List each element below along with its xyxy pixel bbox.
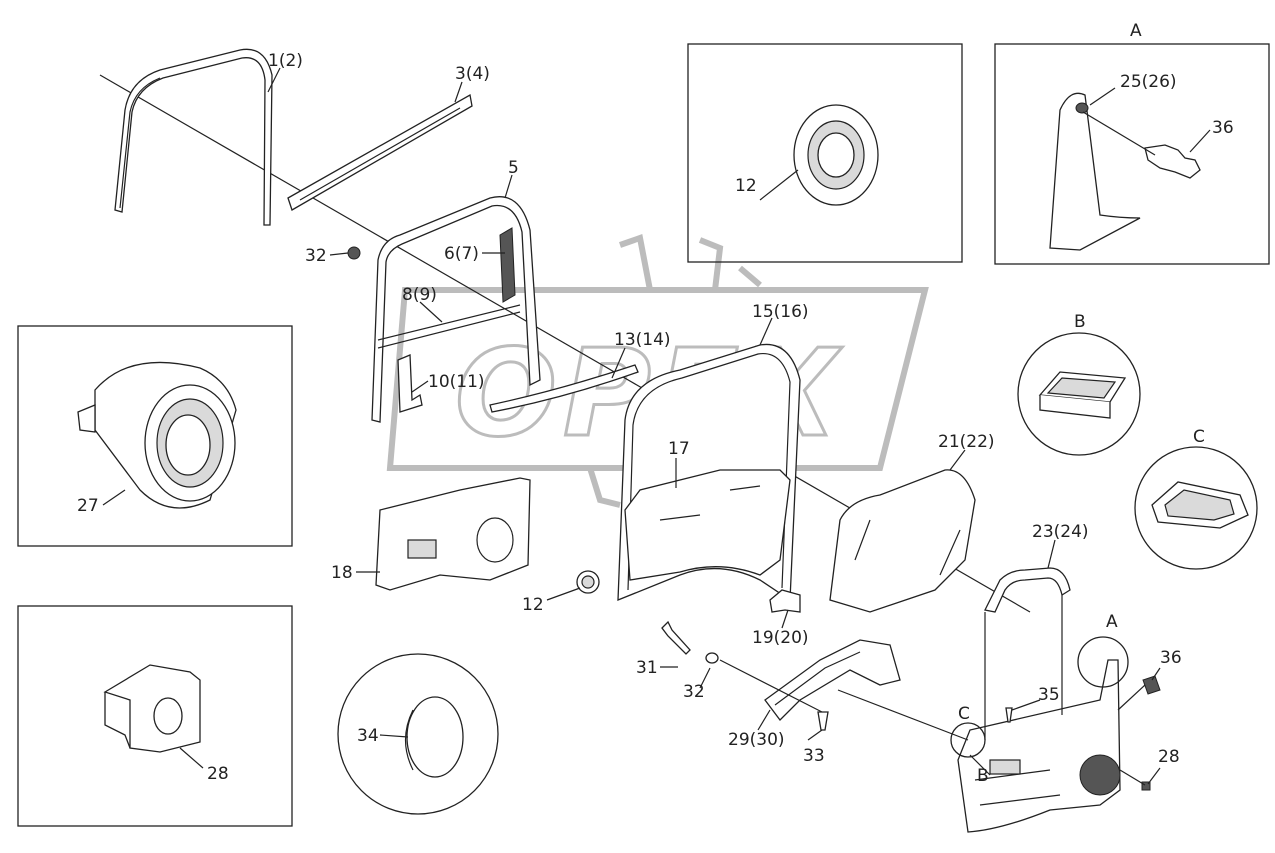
detail-box-a	[994, 43, 1270, 265]
label-13-14: 13(14)	[614, 330, 671, 350]
push-pin	[817, 711, 829, 731]
label-12-grommet: 12	[522, 595, 544, 615]
handle-cup	[1038, 371, 1127, 419]
label-detail-c-circle: C	[1193, 427, 1205, 447]
leader-lines	[102, 67, 1211, 786]
lower-guide-bracket	[397, 354, 423, 413]
lower-sash	[489, 364, 639, 413]
grommet-small	[576, 570, 600, 594]
label-3-4: 3(4)	[455, 64, 490, 84]
label-detail-c-assembly: C	[958, 704, 970, 724]
label-18: 18	[331, 563, 353, 583]
label-19-20: 19(20)	[752, 628, 809, 648]
label-12-grommet-box: 12	[735, 176, 757, 196]
label-28-box: 28	[207, 764, 229, 784]
detail-box-clip	[17, 605, 293, 827]
screw	[1005, 707, 1013, 723]
trim-board	[375, 477, 531, 591]
speaker	[77, 361, 237, 509]
glass-run-channel	[114, 48, 273, 226]
washer	[705, 652, 719, 664]
label-36-box: 36	[1212, 118, 1234, 138]
label-34: 34	[357, 726, 379, 746]
door-belt-strip	[287, 93, 473, 211]
label-23-24: 23(24)	[1032, 522, 1089, 542]
label-detail-a-box: A	[1130, 21, 1142, 41]
window-bracket	[499, 227, 516, 303]
label-6-7: 6(7)	[444, 244, 479, 264]
bolt	[661, 620, 691, 655]
label-27: 27	[77, 496, 99, 516]
grommet-large	[793, 104, 879, 206]
switch-bezel	[1151, 481, 1249, 529]
label-21-22: 21(22)	[938, 432, 995, 452]
label-36: 36	[1160, 648, 1182, 668]
detail-circle-c	[1134, 446, 1258, 570]
label-25-26: 25(26)	[1120, 72, 1177, 92]
detail-ring-a-on-assembly	[1077, 636, 1129, 688]
detail-circle-b	[1017, 332, 1141, 456]
label-detail-a-assembly: A	[1106, 612, 1118, 632]
inner-door-panel	[624, 469, 791, 581]
label-31: 31	[636, 658, 658, 678]
armrest-bracket	[764, 639, 901, 721]
clip-fastener	[1142, 675, 1161, 695]
label-15-16: 15(16)	[752, 302, 809, 322]
detail-box-speaker	[17, 325, 293, 547]
door-trim-assembly	[957, 595, 1121, 833]
label-33: 33	[803, 746, 825, 766]
label-1-2: 1(2)	[268, 51, 303, 71]
panel-corner-detail	[1049, 92, 1201, 251]
detail-ring-c-on-assembly	[950, 722, 986, 758]
label-17: 17	[668, 439, 690, 459]
trim-clip	[103, 664, 201, 753]
label-detail-b-circle: B	[1074, 312, 1086, 332]
label-10-11: 10(11)	[428, 372, 485, 392]
detail-circle-plug	[337, 653, 499, 815]
label-5: 5	[508, 158, 519, 178]
part-labels: 1(2) 3(4) 5 6(7) 8(9) 10(11) 12 12 13(14…	[77, 21, 1234, 786]
window-frame	[371, 196, 541, 423]
nut-small	[347, 246, 361, 260]
label-8-9: 8(9)	[402, 285, 437, 305]
label-28: 28	[1158, 747, 1180, 767]
door-glass	[829, 469, 976, 613]
label-32-nut: 32	[305, 246, 327, 266]
label-35: 35	[1038, 685, 1060, 705]
hole-plug	[404, 696, 464, 778]
label-29-30: 29(30)	[728, 730, 785, 750]
label-32-washer: 32	[683, 682, 705, 702]
panel-clip-small	[1141, 781, 1151, 791]
label-detail-b-assembly: B	[977, 766, 989, 786]
door-pull-handle	[984, 567, 1071, 613]
detail-box-grommet	[687, 43, 963, 263]
hinge-bracket	[769, 589, 801, 613]
